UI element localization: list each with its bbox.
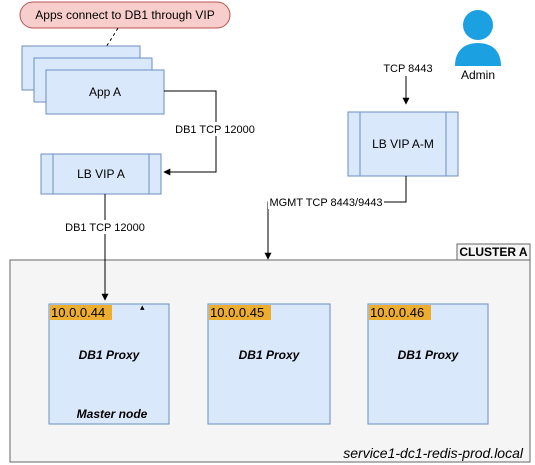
edge-label-app-to-lb: DB1 TCP 12000 [175,124,255,136]
cluster-title: CLUSTER A [459,245,528,259]
svg-text:▴: ▴ [140,302,145,312]
lb-vip-a: LB VIP A [40,153,162,195]
node-ip: 10.0.0.45 [210,305,264,320]
app-a-stack: App A [21,45,165,115]
lb-vip-am-label: LB VIP A-M [372,137,434,151]
edge-label-lb-to-cluster: DB1 TCP 12000 [65,222,145,234]
admin-user-icon: Admin [455,10,501,82]
edge-label-mgmt: MGMT TCP 8443/9443 [269,197,382,209]
lb-vip-a-label: LB VIP A [77,167,125,181]
cluster-node-2: 10.0.0.45 DB1 Proxy [207,303,331,425]
node-name: DB1 Proxy [398,348,460,362]
callout-note: Apps connect to DB1 through VIP [19,1,231,51]
lb-vip-am: LB VIP A-M [347,111,459,177]
edge-label-bg [62,220,148,234]
node-ip: 10.0.0.46 [370,305,424,320]
app-a-label: App A [89,85,121,99]
node-role: Master node [77,407,148,421]
node-name: DB1 Proxy [239,348,301,362]
edge-label-bg [172,122,258,136]
cluster-fqdn: service1-dc1-redis-prod.local [343,445,524,461]
node-ip: 10.0.0.44 [51,305,105,320]
node-name: DB1 Proxy [79,348,141,362]
edge-mgmt [264,176,407,260]
callout-text: Apps connect to DB1 through VIP [35,8,214,22]
edge-label-bg [268,195,384,209]
edge-label-admin-to-lb: TCP 8443 [383,63,432,75]
cluster-node-3: 10.0.0.46 DB1 Proxy [367,303,489,425]
edge-label-bg [382,61,434,75]
connections: DB1 TCP 12000 DB1 TCP 12000 TCP 8443 MGM… [62,61,434,301]
admin-label: Admin [461,68,495,82]
cluster-node-1: 10.0.0.44 ▴ DB1 Proxy Master node [48,302,170,425]
